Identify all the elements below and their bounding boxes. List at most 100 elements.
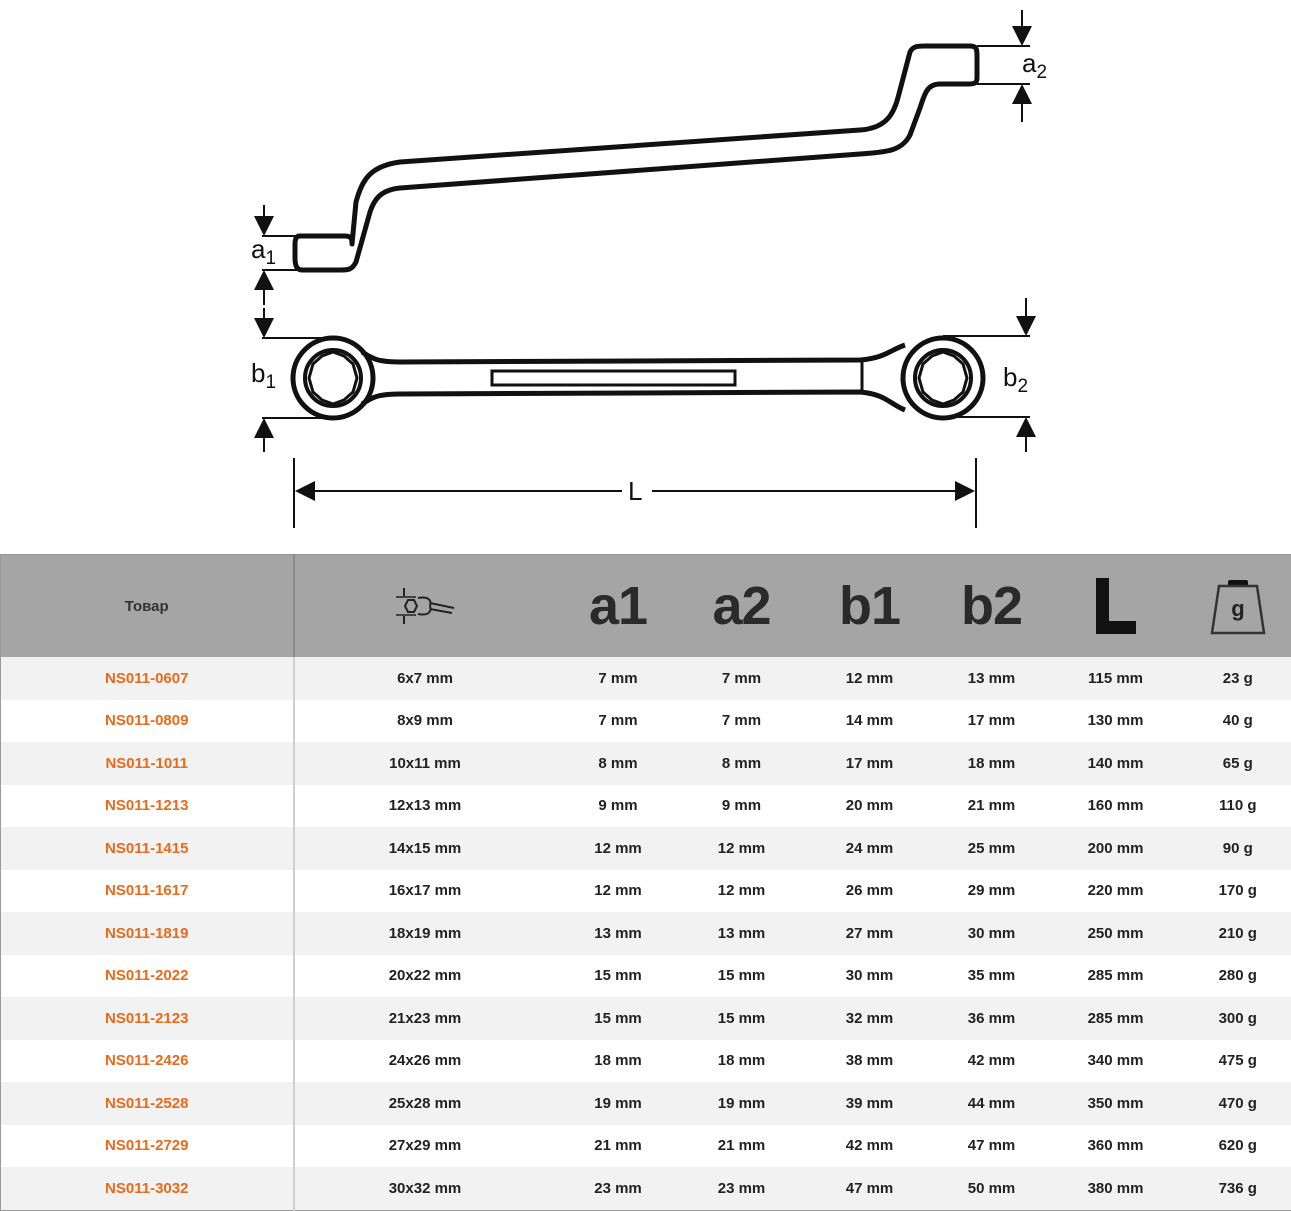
cell-weight: 110 g (1184, 784, 1291, 827)
product-link[interactable]: NS011-2123 (0, 997, 295, 1040)
cell-b2: 18 mm (936, 742, 1047, 785)
product-link[interactable]: NS011-2426 (0, 1039, 295, 1082)
cell-b2: 50 mm (936, 1167, 1047, 1210)
cell-weight: 620 g (1184, 1124, 1291, 1167)
cell-weight: 40 g (1184, 699, 1291, 742)
cell-size: 10x11 mm (293, 742, 556, 785)
cell-b2: 17 mm (936, 699, 1047, 742)
cell-b1: 14 mm (802, 699, 937, 742)
cell-l: 130 mm (1046, 699, 1185, 742)
cell-b2: 29 mm (936, 869, 1047, 912)
cell-a2: 12 mm (680, 869, 803, 912)
product-link[interactable]: NS011-0809 (0, 699, 295, 742)
cell-a2: 19 mm (680, 1082, 803, 1125)
cell-weight: 23 g (1184, 657, 1291, 700)
cell-b2: 47 mm (936, 1124, 1047, 1167)
cell-weight: 470 g (1184, 1082, 1291, 1125)
dimension-b2 (943, 298, 1036, 452)
header-size (293, 554, 556, 657)
product-link[interactable]: NS011-1617 (0, 869, 295, 912)
cell-l: 285 mm (1046, 954, 1185, 997)
product-link[interactable]: NS011-1819 (0, 912, 295, 955)
wrench-drawing: a1 a2 b1 b2 (251, 10, 1047, 528)
wrench-side-view (292, 43, 980, 273)
cell-a1: 15 mm (555, 954, 681, 997)
cell-size: 25x28 mm (293, 1082, 556, 1125)
cell-b2: 30 mm (936, 912, 1047, 955)
cell-a1: 12 mm (555, 869, 681, 912)
cell-l: 340 mm (1046, 1039, 1185, 1082)
cell-a1: 7 mm (555, 699, 681, 742)
cell-b2: 13 mm (936, 657, 1047, 700)
cell-l: 350 mm (1046, 1082, 1185, 1125)
cell-a1: 15 mm (555, 997, 681, 1040)
cell-size: 14x15 mm (293, 827, 556, 870)
cell-a1: 12 mm (555, 827, 681, 870)
spec-table: Товар a1 a2 b1 b2 (0, 554, 1291, 1211)
weight-icon: g (1210, 580, 1266, 635)
cell-a1: 19 mm (555, 1082, 681, 1125)
cell-weight: 65 g (1184, 742, 1291, 785)
cell-a2: 21 mm (680, 1124, 803, 1167)
dimension-a2 (977, 10, 1032, 122)
length-L-icon (1095, 578, 1136, 634)
product-link[interactable]: NS011-1011 (0, 742, 295, 785)
header-b2: b2 (936, 554, 1047, 657)
header-weight: g (1184, 554, 1291, 657)
cell-a2: 12 mm (680, 827, 803, 870)
label-L: L (628, 476, 642, 506)
product-link[interactable]: NS011-2528 (0, 1082, 295, 1125)
cell-a1: 9 mm (555, 784, 681, 827)
cell-b1: 17 mm (802, 742, 937, 785)
cell-a2: 13 mm (680, 912, 803, 955)
cell-a1: 23 mm (555, 1167, 681, 1210)
wrench-dimension-diagram: a1 a2 b1 b2 (0, 0, 1291, 555)
cell-b2: 25 mm (936, 827, 1047, 870)
cell-a1: 21 mm (555, 1124, 681, 1167)
product-link[interactable]: NS011-2022 (0, 954, 295, 997)
cell-l: 360 mm (1046, 1124, 1185, 1167)
dimension-L (293, 458, 977, 528)
cell-l: 220 mm (1046, 869, 1185, 912)
cell-weight: 300 g (1184, 997, 1291, 1040)
cell-a2: 18 mm (680, 1039, 803, 1082)
cell-b1: 32 mm (802, 997, 937, 1040)
cell-l: 115 mm (1046, 657, 1185, 700)
cell-size: 30x32 mm (293, 1167, 556, 1210)
cell-a2: 7 mm (680, 657, 803, 700)
product-link[interactable]: NS011-3032 (0, 1167, 295, 1210)
cell-l: 380 mm (1046, 1167, 1185, 1210)
header-product: Товар (0, 554, 295, 657)
cell-l: 160 mm (1046, 784, 1185, 827)
cell-weight: 210 g (1184, 912, 1291, 955)
cell-l: 200 mm (1046, 827, 1185, 870)
product-link[interactable]: NS011-2729 (0, 1124, 295, 1167)
label-b1: b1 (251, 358, 276, 393)
product-link[interactable]: NS011-1213 (0, 784, 295, 827)
cell-weight: 475 g (1184, 1039, 1291, 1082)
cell-a2: 15 mm (680, 997, 803, 1040)
cell-a2: 7 mm (680, 699, 803, 742)
cell-l: 285 mm (1046, 997, 1185, 1040)
cell-weight: 280 g (1184, 954, 1291, 997)
cell-b1: 27 mm (802, 912, 937, 955)
cell-size: 20x22 mm (293, 954, 556, 997)
product-link[interactable]: NS011-1415 (0, 827, 295, 870)
header-a2: a2 (680, 554, 803, 657)
cell-weight: 170 g (1184, 869, 1291, 912)
cell-a1: 7 mm (555, 657, 681, 700)
cell-b2: 35 mm (936, 954, 1047, 997)
dimension-b1 (254, 308, 333, 452)
product-link[interactable]: NS011-0607 (0, 657, 295, 700)
